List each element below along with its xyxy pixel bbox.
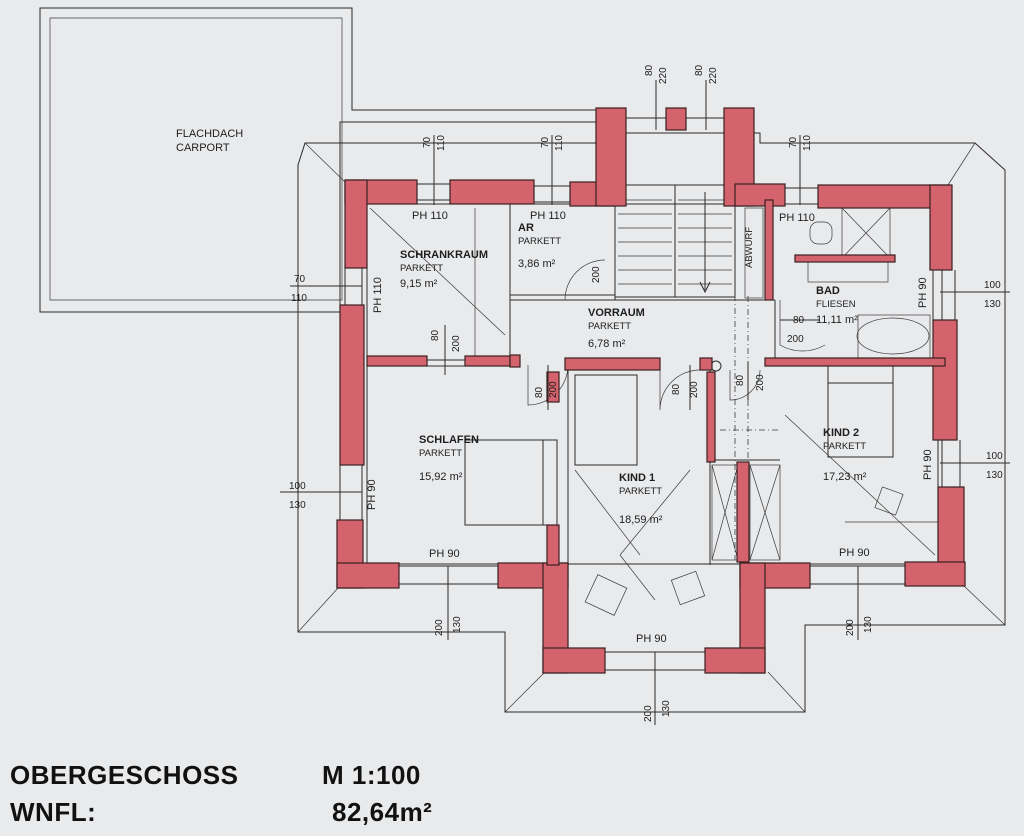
room-schlafen: SCHLAFEN PARKETT 15,92 m² bbox=[419, 434, 479, 483]
room-schrankraum: SCHRANKRAUM PARKETT 9,15 m² bbox=[400, 249, 488, 290]
svg-text:PH 110: PH 110 bbox=[372, 277, 384, 313]
carport-label: FLACHDACH CARPORT bbox=[176, 128, 243, 154]
svg-text:3,86 m²: 3,86 m² bbox=[518, 258, 556, 270]
svg-text:70: 70 bbox=[422, 136, 433, 148]
svg-text:70: 70 bbox=[294, 274, 306, 285]
room-kind1: KIND 1 PARKETT 18,59 m² bbox=[619, 472, 663, 526]
svg-text:130: 130 bbox=[289, 500, 306, 511]
svg-text:PH 90: PH 90 bbox=[917, 277, 929, 308]
svg-text:PH 90: PH 90 bbox=[636, 633, 667, 645]
interior-lines bbox=[366, 184, 943, 616]
svg-text:PH 110: PH 110 bbox=[412, 210, 448, 222]
footer-title-row: OBERGESCHOSS M 1:100 bbox=[10, 760, 420, 791]
svg-text:PARKETT: PARKETT bbox=[619, 486, 662, 497]
dimension-lines bbox=[280, 80, 1010, 725]
svg-text:130: 130 bbox=[661, 700, 672, 717]
svg-text:BAD: BAD bbox=[816, 285, 840, 297]
svg-text:SCHRANKRAUM: SCHRANKRAUM bbox=[400, 249, 488, 261]
svg-text:PARKETT: PARKETT bbox=[419, 448, 462, 459]
svg-text:130: 130 bbox=[863, 616, 874, 633]
scale-label: M 1:100 bbox=[322, 760, 421, 790]
svg-text:FLACHDACH: FLACHDACH bbox=[176, 128, 243, 140]
svg-text:80: 80 bbox=[694, 64, 705, 76]
svg-text:200: 200 bbox=[434, 619, 445, 636]
svg-text:200: 200 bbox=[591, 266, 602, 283]
room-bad: BAD FLIESEN 11,11 m² bbox=[816, 285, 858, 326]
svg-text:200: 200 bbox=[787, 334, 804, 345]
svg-text:80: 80 bbox=[534, 386, 545, 398]
svg-text:9,15 m²: 9,15 m² bbox=[400, 278, 438, 290]
wnfl-value: 82,64m² bbox=[332, 797, 433, 827]
svg-text:110: 110 bbox=[436, 135, 447, 151]
room-ar: AR PARKETT 3,86 m² bbox=[518, 222, 561, 270]
svg-text:PARKETT: PARKETT bbox=[518, 236, 561, 247]
svg-text:80: 80 bbox=[644, 64, 655, 76]
svg-text:220: 220 bbox=[708, 67, 719, 84]
window-heights: PH 110 PH 110 PH 110 PH 110 PH 90 PH 90 … bbox=[366, 210, 934, 645]
svg-text:200: 200 bbox=[755, 374, 766, 391]
svg-text:PH 90: PH 90 bbox=[429, 548, 460, 560]
svg-text:PARKETT: PARKETT bbox=[823, 441, 866, 452]
walls bbox=[336, 107, 966, 674]
svg-text:AR: AR bbox=[518, 222, 534, 234]
wnfl-label: WNFL: bbox=[10, 797, 97, 827]
svg-text:100: 100 bbox=[289, 481, 306, 492]
svg-text:80: 80 bbox=[671, 383, 682, 395]
svg-text:200: 200 bbox=[548, 381, 559, 398]
carport-outline bbox=[39, 7, 601, 313]
room-kind2: KIND 2 PARKETT 17,23 m² bbox=[823, 427, 867, 483]
roof-outline bbox=[297, 132, 1006, 713]
svg-text:PH 110: PH 110 bbox=[530, 210, 566, 222]
dimension-labels: 70 110 70 110 80 220 80 220 70 110 70 11… bbox=[289, 64, 1003, 722]
svg-text:KIND 1: KIND 1 bbox=[619, 472, 655, 484]
svg-text:ABWURF: ABWURF bbox=[744, 227, 755, 268]
svg-text:CARPORT: CARPORT bbox=[176, 142, 230, 154]
svg-text:80: 80 bbox=[430, 329, 441, 341]
svg-text:PH 90: PH 90 bbox=[839, 547, 870, 559]
svg-text:130: 130 bbox=[986, 470, 1003, 481]
svg-text:70: 70 bbox=[788, 136, 799, 148]
svg-text:PH 90: PH 90 bbox=[922, 449, 934, 480]
svg-text:KIND 2: KIND 2 bbox=[823, 427, 859, 439]
svg-text:200: 200 bbox=[643, 705, 654, 722]
svg-text:80: 80 bbox=[793, 315, 805, 326]
svg-text:6,78 m²: 6,78 m² bbox=[588, 338, 626, 350]
svg-text:PH 110: PH 110 bbox=[779, 212, 815, 224]
floor-title: OBERGESCHOSS bbox=[10, 760, 239, 790]
svg-text:PH 90: PH 90 bbox=[366, 479, 378, 510]
svg-text:110: 110 bbox=[554, 135, 565, 151]
svg-text:18,59 m²: 18,59 m² bbox=[619, 514, 663, 526]
svg-text:200: 200 bbox=[845, 619, 856, 636]
stairs-treads bbox=[618, 192, 732, 294]
svg-text:100: 100 bbox=[984, 280, 1001, 291]
svg-text:PARKETT: PARKETT bbox=[588, 321, 631, 332]
svg-text:11,11 m²: 11,11 m² bbox=[816, 314, 858, 326]
svg-text:PARKETT: PARKETT bbox=[400, 263, 443, 274]
svg-text:200: 200 bbox=[451, 335, 462, 352]
footer-area-row: WNFL: 82,64m² bbox=[10, 797, 432, 828]
svg-text:130: 130 bbox=[452, 616, 463, 633]
svg-text:VORRAUM: VORRAUM bbox=[588, 307, 645, 319]
svg-text:200: 200 bbox=[689, 381, 700, 398]
room-vorraum: VORRAUM PARKETT 6,78 m² bbox=[588, 307, 645, 350]
svg-text:17,23 m²: 17,23 m² bbox=[823, 471, 867, 483]
svg-text:220: 220 bbox=[658, 67, 669, 84]
svg-text:FLIESEN: FLIESEN bbox=[816, 299, 856, 310]
svg-text:SCHLAFEN: SCHLAFEN bbox=[419, 434, 479, 446]
svg-text:130: 130 bbox=[984, 299, 1001, 310]
svg-text:70: 70 bbox=[540, 136, 551, 148]
svg-text:110: 110 bbox=[802, 135, 813, 151]
svg-text:110: 110 bbox=[291, 293, 307, 304]
svg-text:100: 100 bbox=[986, 451, 1003, 462]
svg-text:15,92 m²: 15,92 m² bbox=[419, 471, 463, 483]
svg-text:80: 80 bbox=[735, 374, 746, 386]
